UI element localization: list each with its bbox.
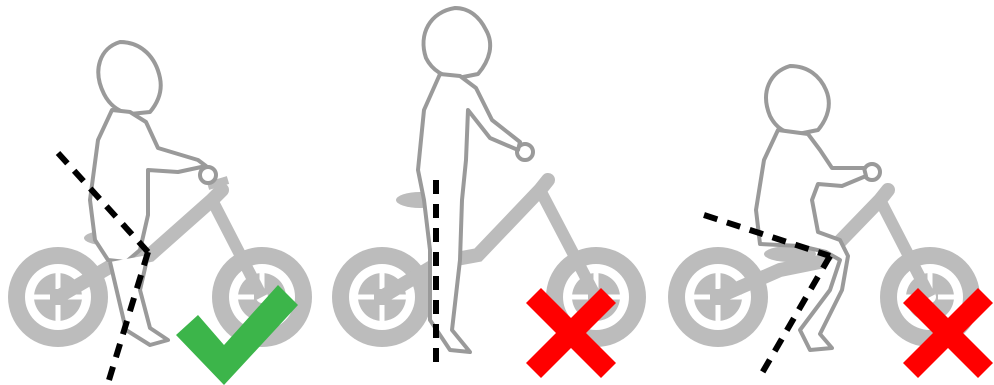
panel-2-incorrect-fit — [332, 8, 646, 378]
panel-1-correct-fit — [8, 42, 312, 385]
child-figure-3 — [756, 66, 866, 350]
panel-3-incorrect-fit — [668, 66, 993, 380]
